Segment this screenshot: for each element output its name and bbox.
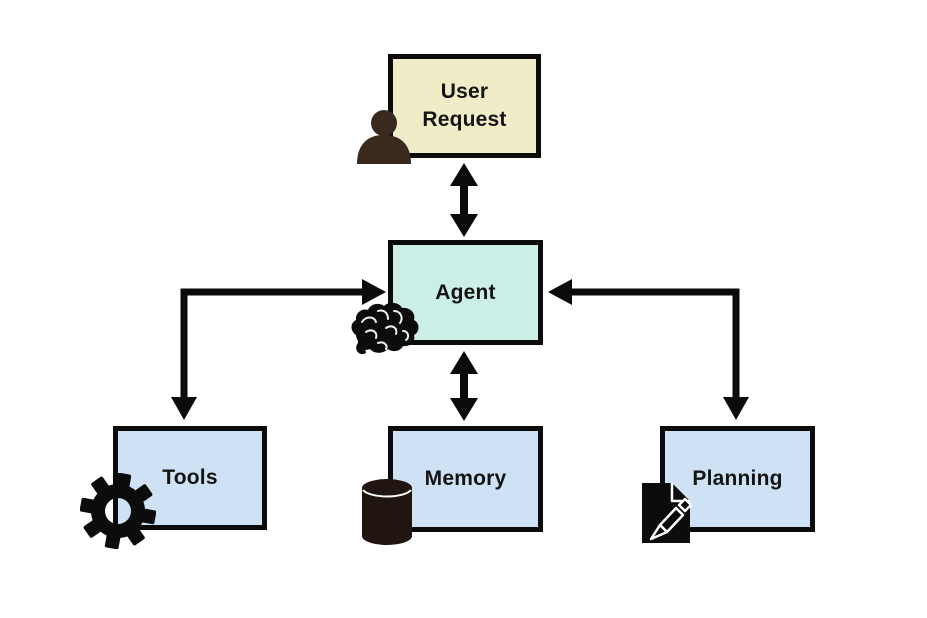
user-request-label: User Request bbox=[422, 80, 507, 131]
arrow-agent-planning bbox=[548, 279, 749, 420]
planning-box: Planning bbox=[660, 426, 815, 532]
tools-label: Tools bbox=[162, 466, 218, 490]
tools-box: Tools bbox=[113, 426, 267, 530]
arrow-agent-memory bbox=[450, 351, 478, 421]
arrow-agent-tools bbox=[171, 279, 386, 420]
memory-label: Memory bbox=[424, 467, 507, 491]
planning-label: Planning bbox=[692, 467, 783, 491]
memory-box: Memory bbox=[388, 426, 543, 532]
user-request-box: User Request bbox=[388, 54, 541, 158]
agent-box: Agent bbox=[388, 240, 543, 345]
arrow-user-request-agent bbox=[450, 163, 478, 237]
agent-label: Agent bbox=[435, 280, 496, 304]
